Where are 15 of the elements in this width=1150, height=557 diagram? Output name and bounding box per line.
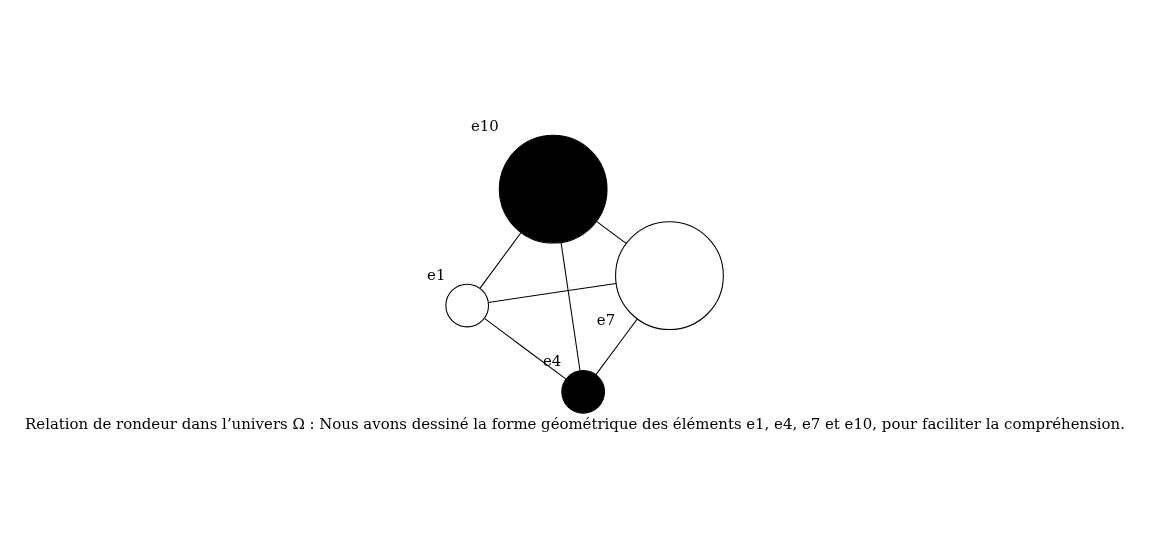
caption: Relation de rondeur dans l’univers Ω : Nous avons dessiné la forme géométrique des éléments e1, e4, e7 et e10, pour faciliter la compréhension.	[25, 415, 1125, 434]
connector	[484, 318, 567, 380]
connector	[479, 232, 522, 289]
node-circle	[498, 134, 608, 244]
connector	[487, 283, 617, 303]
connector	[560, 242, 581, 372]
node-label: e4	[543, 352, 562, 371]
node-label: e7	[596, 311, 616, 330]
node-circle	[561, 369, 606, 414]
node-label: e10	[470, 117, 499, 136]
connector	[595, 220, 627, 244]
node-label: e1	[427, 266, 446, 285]
node-circle	[615, 221, 724, 331]
connector	[595, 318, 638, 376]
node-circle	[445, 283, 490, 328]
